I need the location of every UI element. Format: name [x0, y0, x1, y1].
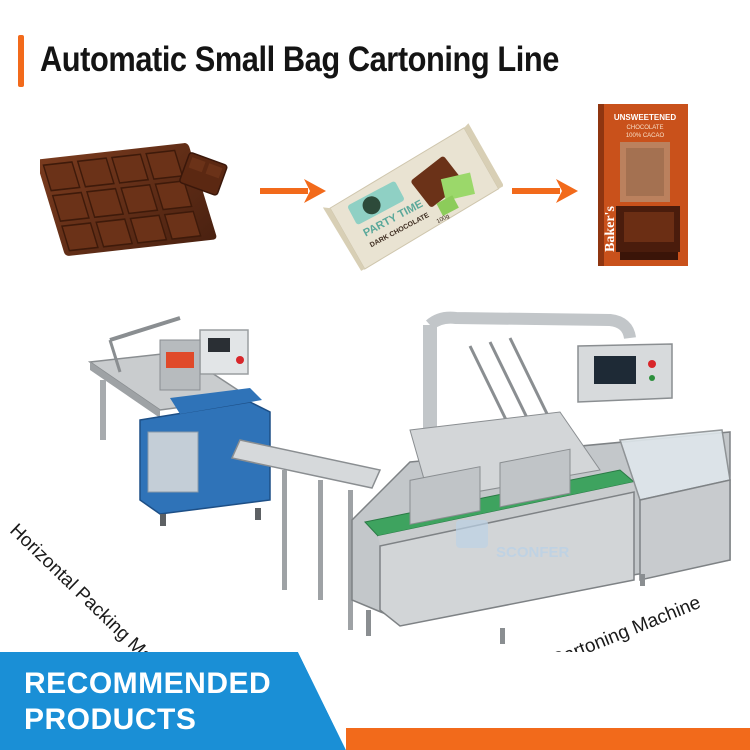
bag-weight-text: 100g — [436, 214, 451, 226]
watermark-brand-text: SCONFER — [496, 544, 570, 561]
arrow-right-icon — [512, 179, 578, 203]
chocolate-carton-image: UNSWEETENED CHOCOLATE 100% CACAO Baker's — [598, 104, 688, 266]
carton-line3-text: 100% CACAO — [626, 133, 665, 139]
horizontal-packing-machine — [87, 316, 382, 630]
banner-line1: RECOMMENDED — [24, 667, 272, 700]
arrow-right-icon — [260, 179, 326, 203]
cartoning-machine: SCONFER — [351, 311, 731, 644]
packaging-machine-illustration: SCONFER — [87, 311, 731, 644]
title-accent-bar — [18, 35, 24, 87]
carton-brand-text: Baker's — [603, 206, 618, 252]
carton-line2-text: CHOCOLATE — [627, 125, 664, 131]
banner-line2: PRODUCTS — [24, 703, 197, 736]
carton-line1-text: UNSWEETENED — [614, 113, 676, 122]
packaged-chocolate-bag-image: PARTY TIME DARK CHOCOLATE 100g — [323, 123, 503, 271]
chocolate-bar-image — [40, 143, 228, 256]
recommended-products-banner — [0, 652, 750, 750]
page-title: Automatic Small Bag Cartoning Line — [40, 40, 559, 79]
